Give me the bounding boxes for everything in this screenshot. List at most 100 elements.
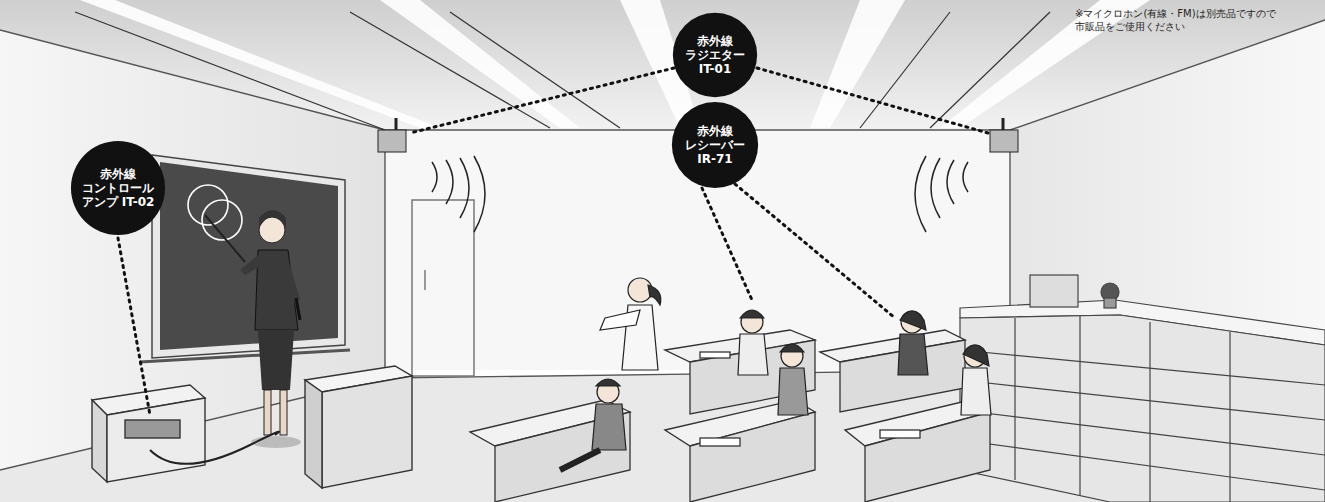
blackboard-part: [140, 350, 350, 362]
speaker-right-part: [915, 156, 926, 232]
teacher-part: [240, 255, 262, 275]
students-part: [648, 285, 661, 305]
speaker-right-part: [947, 160, 954, 204]
amp-rack: [92, 385, 279, 482]
teacher-part: [280, 390, 287, 435]
ceiling-seams-part: [450, 12, 620, 128]
ceiling-lights-part: [810, 0, 905, 128]
cabinets: [960, 275, 1325, 502]
teacher-part: [205, 215, 245, 262]
teacher-part: [264, 390, 271, 435]
students-part: [560, 450, 600, 470]
circle-fill: [71, 141, 165, 235]
students-part: [778, 368, 808, 415]
cabinets-part: [1079, 316, 1080, 495]
desks-part: [700, 352, 730, 358]
leader-lines-part: [735, 184, 895, 318]
teacher: [205, 210, 301, 448]
students-part: [781, 345, 803, 367]
amp-rack-part: [150, 432, 279, 464]
speaker-right-part: [990, 130, 1018, 152]
desks-part: [700, 438, 740, 446]
teacher-part: [259, 210, 286, 228]
speaker-right-part: [931, 158, 940, 218]
cabinets-part: [1229, 332, 1230, 502]
speaker-right: [915, 118, 1018, 232]
ceiling-seams-part: [75, 12, 385, 130]
speaker-left-part: [378, 130, 406, 152]
ceiling-seams-part: [930, 12, 1050, 128]
node-label: 赤外線 レシーバー IR-71: [677, 124, 753, 166]
desks: [470, 330, 990, 502]
node-label: 赤外線 ラジエター IT-01: [678, 34, 752, 76]
circle-fill: [673, 13, 757, 97]
speaker-left-part: [474, 156, 485, 232]
node-label: 赤外線 コントロール アンプ IT-02: [76, 167, 160, 209]
leader-lines-part: [118, 238, 150, 415]
students-part: [898, 334, 928, 375]
amp-rack-part: [125, 420, 180, 438]
teacher-part: [258, 330, 294, 390]
ceiling-lights: [80, 0, 1150, 128]
teacher-part: [251, 436, 301, 448]
cabinets-part: [1030, 275, 1078, 307]
leader-lines-part: [757, 68, 988, 133]
students-part: [738, 334, 768, 375]
students-part: [596, 379, 620, 386]
door-part: [412, 200, 474, 376]
amp-rack-part: [107, 398, 205, 482]
students-part: [740, 310, 764, 318]
cabinets-part: [1149, 322, 1150, 502]
desks-part: [690, 412, 815, 502]
students-part: [963, 345, 989, 366]
circle-fill: [672, 102, 758, 188]
teacher-part: [296, 298, 300, 320]
cabinets-part: [960, 315, 1325, 502]
blackboard-part: [160, 162, 338, 350]
speaker-left-part: [432, 162, 437, 192]
ceiling-seams-part: [350, 12, 550, 128]
desks-part: [880, 430, 920, 438]
students-part: [900, 311, 926, 330]
speaker-left-part: [432, 156, 485, 232]
label-circle: 赤外線 コントロール アンプ IT-02: [70, 140, 166, 236]
note-text: ※マイクロホン(有線・FM)は別売品ですので 市販品をご使用ください: [1075, 8, 1315, 33]
ceiling-lights-part: [380, 0, 580, 128]
ceiling-seams: [75, 12, 1050, 130]
lectern-part: [322, 376, 412, 488]
room-walls-part: [0, 30, 385, 130]
students-part: [600, 310, 640, 330]
lectern: [305, 366, 412, 488]
blackboard: [140, 155, 350, 362]
blackboard-part: [152, 155, 345, 358]
speaker-right-part: [1002, 118, 1005, 130]
speaker-right-part: [963, 162, 968, 192]
label-circle: 赤外線 ラジエター IT-01: [672, 12, 758, 98]
leader-lines-part: [702, 188, 752, 300]
speaker-left: [378, 118, 485, 232]
desks-part: [865, 412, 990, 502]
cabinets-part: [960, 316, 1325, 502]
speaker-left-part: [446, 160, 453, 204]
teacher-part: [283, 255, 300, 303]
label-circle: 赤外線 レシーバー IR-71: [671, 101, 759, 189]
room-walls-part: [384, 130, 385, 378]
lectern-part: [305, 380, 322, 488]
speaker-left-part: [460, 158, 469, 218]
students-part: [592, 404, 626, 450]
students-part: [741, 311, 763, 333]
cabinets-part: [1014, 318, 1015, 480]
speaker-right-part: [915, 156, 968, 232]
speaker-left-part: [395, 118, 398, 130]
cabinets-part: [1104, 298, 1116, 308]
students: [560, 278, 991, 470]
leader-lines: [118, 68, 988, 415]
door-part: [424, 270, 426, 290]
ceiling-lights-part: [80, 0, 440, 128]
leader-lines-part: [410, 68, 674, 133]
ceiling-lights-part: [940, 0, 1150, 128]
students-part: [961, 368, 991, 415]
amp-rack-part: [92, 400, 107, 482]
